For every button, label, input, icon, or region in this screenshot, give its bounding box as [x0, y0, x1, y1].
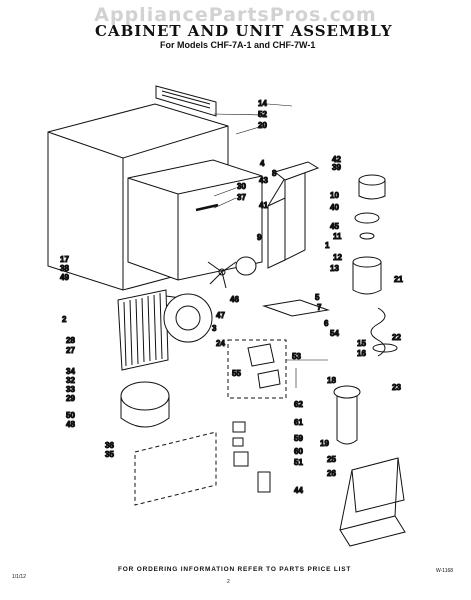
callout-label: 3	[212, 324, 217, 333]
callout-label: 24	[216, 339, 225, 348]
callout-label: 15	[357, 339, 366, 348]
callout-label: 5	[315, 293, 320, 302]
callout-label: 21	[394, 275, 403, 284]
page-number: 2	[227, 579, 230, 585]
callout-label: 46	[230, 295, 239, 304]
callout-label: 27	[66, 346, 75, 355]
callout-label: 35	[105, 450, 114, 459]
fan-motor	[235, 256, 257, 276]
callout-label: 42	[332, 155, 341, 164]
switch-components	[232, 421, 271, 493]
callout-label: 55	[232, 369, 241, 378]
pump-motor	[358, 174, 386, 200]
callout-label: 53	[292, 352, 301, 361]
callout-label: 50	[66, 411, 75, 420]
watermark: AppliancePartsPros.com	[94, 4, 377, 26]
impeller	[354, 212, 380, 240]
condenser-coil	[117, 289, 197, 371]
callout-label: 49	[60, 273, 69, 282]
callout-label: 37	[237, 193, 246, 202]
callout-label: 45	[330, 222, 339, 231]
callout-label: 51	[294, 458, 303, 467]
callout-label: 2	[62, 315, 67, 324]
callout-label: 62	[294, 400, 303, 409]
callout-label: 10	[330, 191, 339, 200]
callout-label: 52	[258, 110, 267, 119]
leader-lines	[213, 103, 328, 388]
callout-labels: 14 52 20 30 37 42 39 4 8 43 10 41 40 45 …	[60, 99, 404, 496]
callout-label: 60	[294, 447, 303, 456]
callout-label: 29	[66, 394, 75, 403]
callout-label: 19	[320, 439, 329, 448]
stand-bracket	[339, 457, 406, 547]
callout-label: 8	[272, 169, 277, 178]
evaporator-housing	[267, 167, 306, 269]
callout-label: 12	[333, 253, 342, 262]
callout-label: 39	[332, 163, 341, 172]
float-assembly	[333, 385, 361, 445]
drain-pan	[262, 299, 330, 317]
diagram-title: CABINET AND UNIT ASSEMBLY	[95, 22, 393, 40]
fan-blade	[207, 261, 237, 289]
callout-label: 14	[258, 99, 267, 108]
callout-label: 43	[259, 176, 268, 185]
callout-label: 16	[357, 349, 366, 358]
callout-label: 59	[294, 434, 303, 443]
cabinet-front-panel	[127, 159, 263, 281]
callout-label: 6	[324, 319, 329, 328]
drawing-code: W-1168	[436, 568, 454, 574]
callout-label: 30	[237, 182, 246, 191]
callout-label: 22	[392, 333, 401, 342]
callout-label: 47	[216, 311, 225, 320]
callout-label: 34	[66, 367, 75, 376]
callout-label: 40	[330, 203, 339, 212]
callout-label: 20	[258, 121, 267, 130]
top-bracket	[273, 161, 320, 181]
callout-label: 7	[317, 303, 322, 312]
control-box	[227, 339, 287, 399]
page-code: 1/1/12	[12, 574, 26, 580]
callout-label: 13	[330, 264, 339, 273]
callout-label: 33	[66, 385, 75, 394]
callout-label: 18	[327, 376, 336, 385]
callout-label: 1	[325, 241, 330, 250]
callout-label: 54	[330, 329, 339, 338]
callout-label: 36	[105, 441, 114, 450]
callout-label: 9	[257, 233, 262, 242]
callout-label: 28	[66, 336, 75, 345]
auger	[370, 307, 398, 357]
callout-label: 17	[60, 255, 69, 264]
callout-label: 38	[60, 264, 69, 273]
callout-label: 23	[392, 383, 401, 392]
diagram-subtitle: For Models CHF-7A-1 and CHF-7W-1	[160, 40, 316, 50]
base-frame	[134, 431, 217, 506]
callout-label: 25	[327, 455, 336, 464]
water-tank	[352, 256, 382, 295]
callout-label: 32	[66, 376, 75, 385]
callout-label: 26	[327, 469, 336, 478]
callout-label: 11	[333, 232, 342, 241]
fan-shroud	[163, 293, 213, 343]
ordering-footer: FOR ORDERING INFORMATION REFER TO PARTS …	[118, 566, 352, 573]
callout-label: 48	[66, 420, 75, 429]
callout-label: 4	[260, 159, 265, 168]
callout-label: 61	[294, 418, 303, 427]
callout-label: 41	[259, 201, 268, 210]
compressor	[120, 381, 170, 428]
callout-label: 44	[294, 486, 303, 495]
